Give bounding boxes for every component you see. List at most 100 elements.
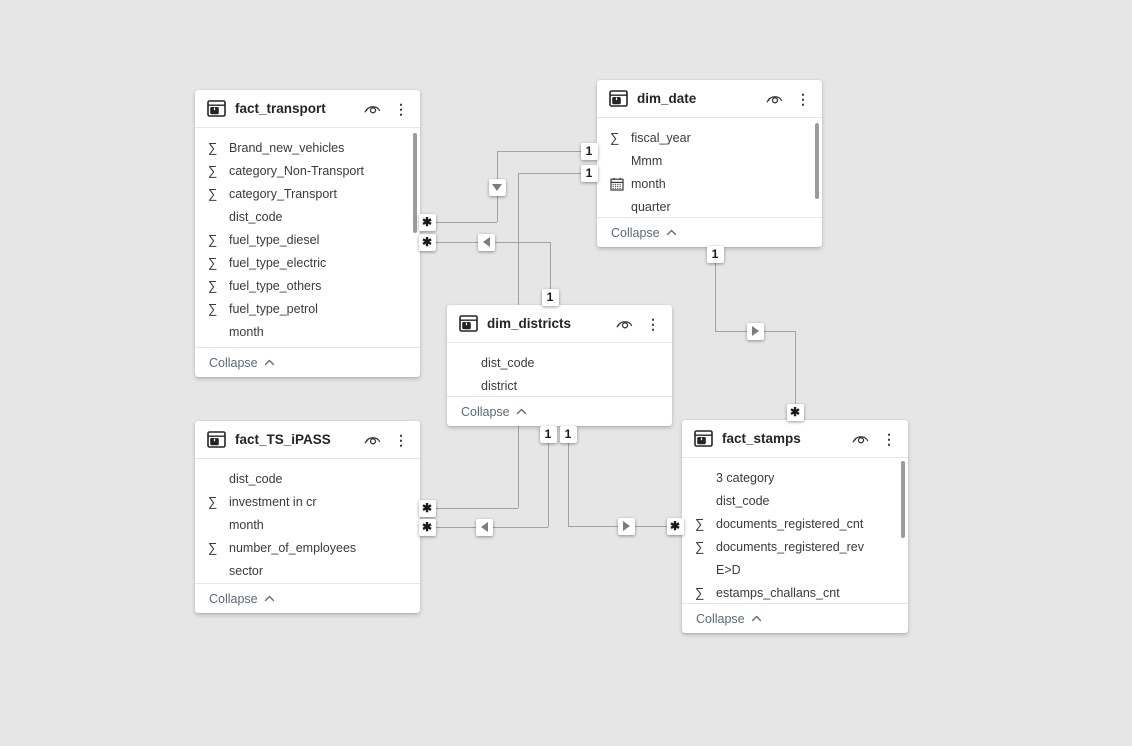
cardinality-many-label: ✱ — [421, 215, 433, 229]
cardinality-many-marker[interactable]: ✱ — [418, 518, 436, 536]
filter-direction-arrow-left[interactable] — [475, 518, 493, 536]
cardinality-many-marker[interactable]: ✱ — [418, 233, 436, 251]
relationship-line-fact_transport-dim_date[interactable] — [420, 222, 497, 223]
collapse-label: Collapse — [696, 611, 745, 626]
field-row-fuel_type_diesel[interactable]: ∑fuel_type_diesel — [195, 228, 420, 251]
more-options-icon[interactable]: ⋮ — [394, 100, 408, 117]
sigma-icon: ∑ — [208, 540, 218, 555]
table-card-fact_transport[interactable]: fact_transport⋮∑Brand_new_vehicles∑categ… — [195, 90, 420, 377]
cardinality-one-marker[interactable]: 1 — [706, 245, 724, 263]
field-row-district[interactable]: district — [447, 374, 672, 396]
filter-direction-arrow-down[interactable] — [488, 178, 506, 196]
chevron-up-icon — [666, 229, 677, 236]
collapse-link[interactable]: Collapse — [682, 603, 908, 633]
collapse-link[interactable]: Collapse — [195, 583, 420, 613]
chevron-up-icon — [516, 408, 527, 415]
cardinality-many-marker[interactable]: ✱ — [786, 403, 804, 421]
field-row-estamps_challans_cnt[interactable]: ∑estamps_challans_cnt — [682, 581, 908, 603]
table-card-header[interactable]: dim_districts⋮ — [447, 305, 672, 343]
relationship-line-dim_date-fact_TS_iPASS[interactable] — [420, 508, 518, 509]
more-options-icon[interactable]: ⋮ — [646, 315, 660, 332]
field-row-dist_code[interactable]: dist_code — [195, 467, 420, 490]
scrollbar-thumb[interactable] — [901, 461, 905, 538]
relationship-line-dim_date-fact_stamps[interactable] — [715, 247, 716, 331]
relationship-line-dim_date-fact_TS_iPASS[interactable] — [518, 173, 597, 174]
visibility-eye-icon[interactable] — [851, 431, 871, 446]
cardinality-one-marker[interactable]: 1 — [559, 425, 577, 443]
more-options-icon[interactable]: ⋮ — [394, 431, 408, 448]
field-row-quarter[interactable]: quarter — [597, 195, 822, 217]
table-title: fact_transport — [235, 101, 326, 116]
field-row-number_of_employees[interactable]: ∑number_of_employees — [195, 536, 420, 559]
cardinality-many-label: ✱ — [421, 235, 433, 249]
collapse-link[interactable]: Collapse — [447, 396, 672, 426]
more-options-icon[interactable]: ⋮ — [882, 430, 896, 447]
cardinality-many-label: ✱ — [421, 520, 433, 534]
field-row-month[interactable]: month — [597, 172, 822, 195]
field-label: 3 category — [716, 470, 775, 485]
cardinality-many-marker[interactable]: ✱ — [418, 213, 436, 231]
relationship-line-dim_districts-fact_TS_iPASS[interactable] — [548, 426, 549, 527]
field-row-Brand_new_vehicles[interactable]: ∑Brand_new_vehicles — [195, 136, 420, 159]
field-label: quarter — [631, 199, 671, 214]
cardinality-one-marker[interactable]: 1 — [541, 288, 559, 306]
table-card-header[interactable]: dim_date⋮ — [597, 80, 822, 118]
field-row-3 category[interactable]: 3 category — [682, 466, 908, 489]
visibility-eye-icon[interactable] — [615, 316, 635, 331]
cardinality-many-marker[interactable]: ✱ — [418, 499, 436, 517]
field-row-month[interactable]: month — [195, 513, 420, 536]
relationship-line-dim_date-fact_stamps[interactable] — [795, 331, 796, 420]
field-row-month[interactable]: month — [195, 320, 420, 343]
table-card-header[interactable]: fact_transport ⋮ — [195, 90, 420, 128]
filter-direction-arrow-right[interactable] — [746, 322, 764, 340]
visibility-eye-icon[interactable] — [363, 101, 383, 116]
field-row-sector[interactable]: sector — [195, 559, 420, 582]
relationship-line-fact_transport-dim_date[interactable] — [497, 151, 597, 152]
field-row-Mmm[interactable]: Mmm — [597, 149, 822, 172]
cardinality-one-marker[interactable]: 1 — [580, 142, 598, 160]
field-row-documents_registered_rev[interactable]: ∑documents_registered_rev — [682, 535, 908, 558]
cardinality-one-marker[interactable]: 1 — [580, 164, 598, 182]
more-options-icon[interactable]: ⋮ — [796, 90, 810, 107]
collapse-link[interactable]: Collapse — [597, 217, 822, 247]
scrollbar-thumb[interactable] — [815, 123, 819, 199]
field-row-investment in cr[interactable]: ∑investment in cr — [195, 490, 420, 513]
visibility-eye-icon[interactable] — [363, 432, 383, 447]
chevron-up-icon — [264, 359, 275, 366]
cardinality-one-marker[interactable]: 1 — [539, 425, 557, 443]
table-card-header[interactable]: fact_stamps⋮ — [682, 420, 908, 458]
field-row-fuel_type_others[interactable]: ∑fuel_type_others — [195, 274, 420, 297]
field-row-documents_registered_cnt[interactable]: ∑documents_registered_cnt — [682, 512, 908, 535]
field-label: category_Transport — [229, 186, 337, 201]
field-row-fiscal_year[interactable]: ∑fiscal_year — [597, 126, 822, 149]
table-card-fact_TS_iPASS[interactable]: fact_TS_iPASS⋮ dist_code∑investment in cr… — [195, 421, 420, 613]
arrow-right-icon — [751, 326, 759, 336]
filter-direction-arrow-left[interactable] — [477, 233, 495, 251]
field-row-dist_code[interactable]: dist_code — [195, 205, 420, 228]
field-row-dist_code[interactable]: dist_code — [682, 489, 908, 512]
table-icon — [694, 430, 713, 447]
collapse-link[interactable]: Collapse — [195, 347, 420, 377]
relationship-line-fact_transport-dim_districts[interactable] — [550, 242, 551, 305]
field-row-category_Transport[interactable]: ∑category_Transport — [195, 182, 420, 205]
field-row-fuel_type_petrol[interactable]: ∑fuel_type_petrol — [195, 297, 420, 320]
cardinality-many-marker[interactable]: ✱ — [666, 517, 684, 535]
field-row-E>D[interactable]: E>D — [682, 558, 908, 581]
sigma-icon: ∑ — [208, 232, 218, 247]
field-row-category_Non-Transport[interactable]: ∑category_Non-Transport — [195, 159, 420, 182]
arrow-down-icon — [492, 183, 502, 191]
visibility-eye-icon[interactable] — [765, 91, 785, 106]
field-row-dist_code[interactable]: dist_code — [447, 351, 672, 374]
field-row-fuel_type_electric[interactable]: ∑fuel_type_electric — [195, 251, 420, 274]
scrollbar-thumb[interactable] — [413, 133, 417, 233]
filter-direction-arrow-right[interactable] — [617, 517, 635, 535]
field-label: dist_code — [481, 355, 535, 370]
field-label: month — [229, 324, 264, 339]
table-card-header[interactable]: fact_TS_iPASS⋮ — [195, 421, 420, 459]
sigma-icon: ∑ — [695, 539, 705, 554]
relationship-line-dim_districts-fact_stamps[interactable] — [568, 426, 569, 526]
